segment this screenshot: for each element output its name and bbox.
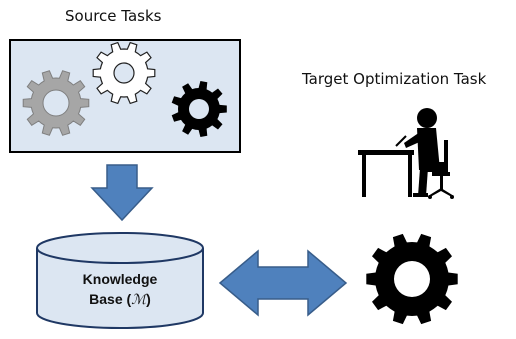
kb-symbol: ℳ	[131, 292, 147, 308]
gear-icon	[22, 70, 90, 136]
arrow-down-icon	[90, 164, 154, 222]
kb-prefix: Base (	[89, 291, 132, 307]
gear-icon	[171, 81, 227, 137]
person-at-desk-icon	[358, 108, 454, 199]
target-gear-icon	[366, 233, 458, 325]
kb-suffix: )	[146, 291, 151, 307]
target-task-title: Target Optimization Task	[302, 70, 487, 88]
gear-outline-icon	[92, 41, 156, 105]
knowledge-base-label-line1: Knowledge	[82, 271, 158, 287]
double-arrow-icon	[218, 249, 348, 317]
source-tasks-title: Source Tasks	[65, 7, 162, 25]
knowledge-base-label-line2: Base (ℳ)	[36, 290, 204, 309]
knowledge-base-cylinder	[36, 232, 204, 329]
